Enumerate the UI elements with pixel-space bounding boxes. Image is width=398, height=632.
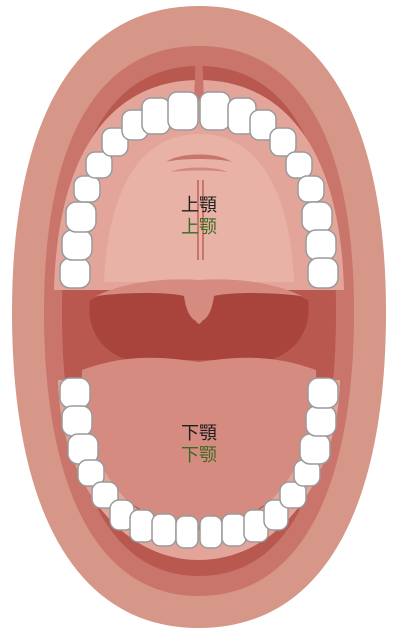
upper-jaw-label: 上顎 (0, 196, 398, 216)
upper-tooth (168, 92, 198, 130)
lower-tooth (200, 516, 222, 548)
lower-tooth (222, 514, 246, 546)
upper-tooth (60, 258, 90, 288)
upper-jaw-ruby-label: 上颚 (0, 218, 398, 238)
lower-jaw-label: 下顎 (0, 424, 398, 444)
lower-jaw-ruby-label: 下颚 (0, 446, 398, 466)
lower-tooth (130, 510, 154, 542)
lower-tooth (176, 516, 198, 548)
lower-tooth (308, 378, 338, 408)
upper-tooth (286, 152, 312, 178)
upper-tooth (308, 258, 338, 288)
upper-tooth (200, 92, 230, 130)
lower-tooth (152, 514, 176, 546)
lower-tooth (60, 378, 90, 408)
upper-tooth (142, 98, 170, 134)
